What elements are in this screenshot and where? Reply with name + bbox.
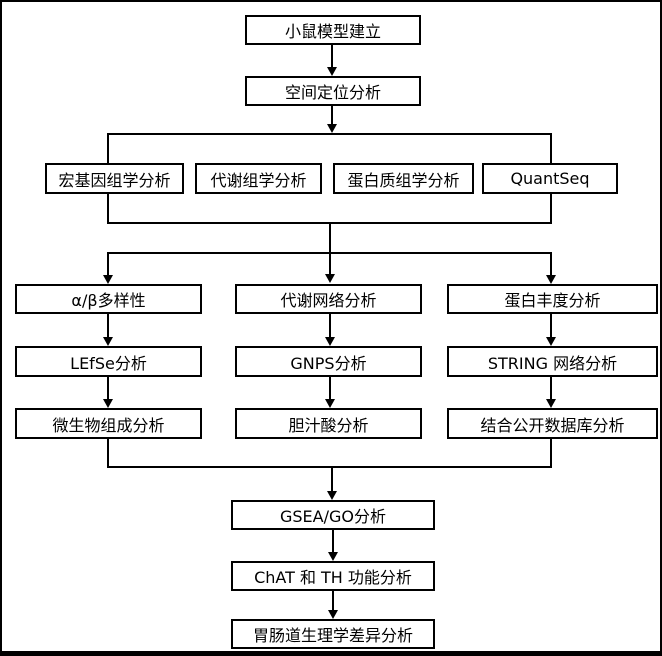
connector-diversity-to-lefse xyxy=(107,314,109,337)
arrowhead-to-protein-abundance xyxy=(546,275,556,284)
branch-bar-top xyxy=(107,133,552,135)
node-bile-acid-label: 胆汁酸分析 xyxy=(288,415,369,435)
node-quantseq: QuantSeq xyxy=(482,163,618,194)
node-chat-th-function-label: ChAT 和 TH 功能分析 xyxy=(254,568,412,587)
connector-metabolic-to-gnps xyxy=(329,314,331,337)
split-right-drop xyxy=(550,252,552,276)
node-lefse: LEfSe分析 xyxy=(15,346,202,377)
node-alpha-beta-diversity-label: α/β多样性 xyxy=(71,291,146,310)
node-alpha-beta-diversity: α/β多样性 xyxy=(15,284,202,314)
node-microbial-composition: 微生物组成分析 xyxy=(15,408,202,439)
node-spatial-analysis-label: 空间定位分析 xyxy=(284,83,381,102)
connector-center-spine xyxy=(329,222,331,275)
arrowhead-center-to-metabolic-network xyxy=(325,274,335,283)
split-bar-three-columns xyxy=(107,252,552,254)
node-bile-acid: 胆汁酸分析 xyxy=(235,408,422,439)
arrowhead-diversity-to-lefse xyxy=(103,337,113,346)
node-mouse-model-label: 小鼠模型建立 xyxy=(284,22,381,41)
node-gi-physiology: 胃肠道生理学差异分析 xyxy=(231,619,435,649)
node-gi-physiology-label: 胃肠道生理学差异分析 xyxy=(252,626,413,645)
arrowhead-string-to-publicdb xyxy=(546,399,556,408)
arrowhead-spatial-to-branch xyxy=(327,124,337,133)
connector-gnps-to-bile xyxy=(329,377,331,399)
arrowhead-merge-to-gsea xyxy=(327,491,337,500)
merge-left-drop xyxy=(107,439,109,468)
arrowhead-lefse-to-microbial xyxy=(103,399,113,408)
connector-abundance-to-string xyxy=(550,314,552,337)
connector-spatial-to-branch xyxy=(331,106,333,125)
node-metagenomics-label: 宏基因组学分析 xyxy=(58,170,171,190)
node-protein-abundance: 蛋白丰度分析 xyxy=(447,284,658,314)
node-string-network-label: STRING 网络分析 xyxy=(487,353,618,373)
node-metagenomics: 宏基因组学分析 xyxy=(45,163,184,194)
arrowhead-gnps-to-bile xyxy=(325,399,335,408)
node-proteomics-label: 蛋白质组学分析 xyxy=(347,170,460,190)
node-gsea-go: GSEA/GO分析 xyxy=(231,500,435,530)
node-quantseq-label: QuantSeq xyxy=(510,169,590,188)
node-gsea-go-label: GSEA/GO分析 xyxy=(280,507,386,526)
node-chat-th-function: ChAT 和 TH 功能分析 xyxy=(231,561,435,591)
node-metabolic-network-label: 代谢网络分析 xyxy=(280,291,377,310)
node-protein-abundance-label: 蛋白丰度分析 xyxy=(504,291,601,310)
arrowhead-chat-to-gi xyxy=(328,610,338,619)
node-mouse-model: 小鼠模型建立 xyxy=(245,15,421,45)
node-spatial-analysis: 空间定位分析 xyxy=(245,76,421,106)
node-lefse-label: LEfSe分析 xyxy=(70,353,147,373)
node-microbial-composition-label: 微生物组成分析 xyxy=(52,415,165,435)
arrowhead-gsea-to-chat xyxy=(328,552,338,561)
connector-mouse-to-spatial xyxy=(331,45,333,68)
merge-right-drop xyxy=(550,439,552,468)
node-gnps: GNPS分析 xyxy=(235,346,422,377)
node-proteomics: 蛋白质组学分析 xyxy=(333,163,474,194)
split-left-drop xyxy=(107,252,109,276)
arrowhead-abundance-to-string xyxy=(546,337,556,346)
connector-chat-to-gi xyxy=(332,591,334,611)
connector-gsea-to-chat xyxy=(332,530,334,553)
node-public-database: 结合公开数据库分析 xyxy=(447,408,658,439)
node-metabolic-network: 代谢网络分析 xyxy=(235,284,422,314)
connector-merge-to-gsea xyxy=(331,466,333,492)
node-metabolomics-label: 代谢组学分析 xyxy=(210,170,307,190)
arrowhead-to-diversity xyxy=(103,275,113,284)
arrowhead-mouse-to-spatial xyxy=(327,67,337,76)
node-metabolomics: 代谢组学分析 xyxy=(195,163,322,194)
node-public-database-label: 结合公开数据库分析 xyxy=(480,415,625,435)
connector-string-to-publicdb xyxy=(550,377,552,399)
merge-bar xyxy=(107,466,552,468)
arrowhead-metabolic-to-gnps xyxy=(325,337,335,346)
node-string-network: STRING 网络分析 xyxy=(447,346,658,377)
node-gnps-label: GNPS分析 xyxy=(290,353,367,373)
connector-lefse-to-microbial xyxy=(107,377,109,399)
